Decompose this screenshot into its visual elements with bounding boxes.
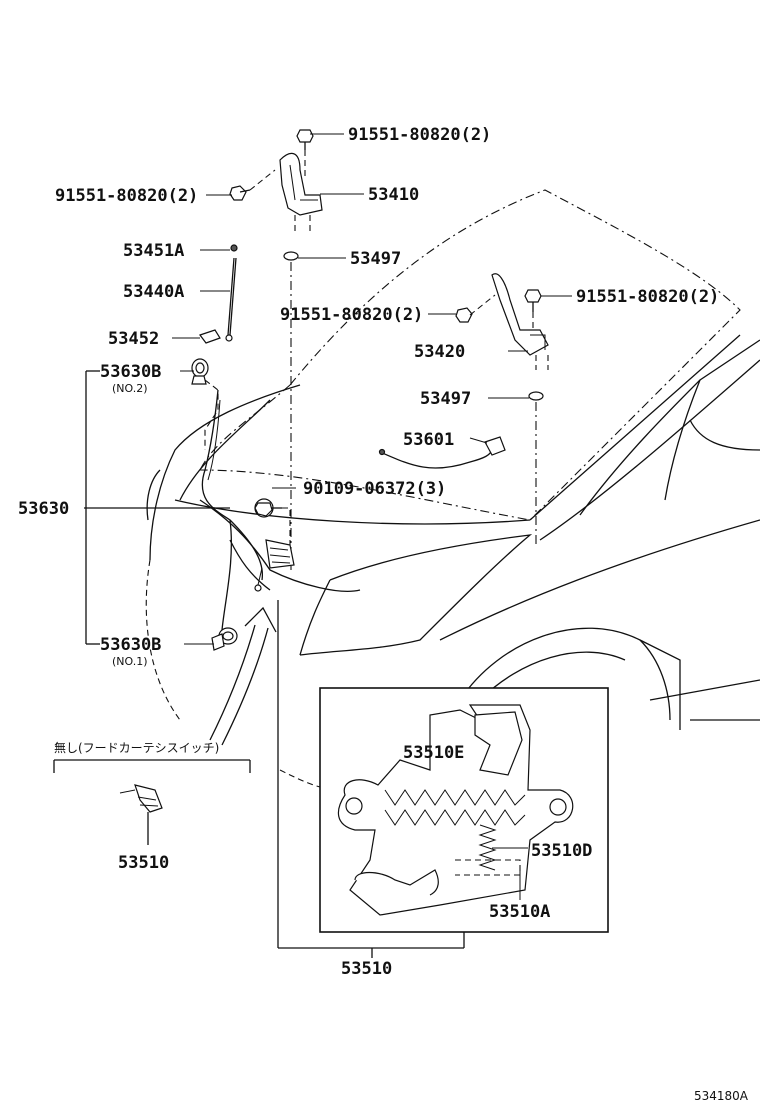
label-bolt-top: 91551-80820(2)	[348, 125, 491, 145]
hinge-53420	[455, 273, 549, 545]
bolt-icon	[524, 289, 542, 312]
label-53452: 53452	[108, 329, 159, 349]
label-53630: 53630	[18, 499, 69, 519]
53510-bracket	[277, 600, 465, 958]
label-53630b-no1: 53630B	[100, 635, 161, 655]
hood-support-rod	[199, 244, 238, 344]
label-no2: (NO.2)	[112, 382, 148, 395]
bolt-90109	[254, 498, 291, 545]
label-no1: (NO.1)	[112, 655, 148, 668]
hood-lock-no-switch	[53, 759, 251, 845]
clamp-53630b-no1	[211, 627, 238, 651]
label-bolt-mid-left: 91551-80820(2)	[280, 305, 423, 325]
label-53440a: 53440A	[123, 282, 184, 302]
hood-lock-on-vehicle	[254, 539, 295, 592]
label-53510a: 53510A	[489, 902, 550, 922]
bolt-icon	[455, 307, 473, 323]
washer-icon	[283, 251, 299, 261]
diagram-code: 534180A	[694, 1089, 749, 1103]
hinge-53410	[229, 129, 323, 570]
release-cable-53630	[201, 389, 264, 631]
label-53510d: 53510D	[531, 841, 592, 861]
hood-lock-detail-inset	[319, 687, 609, 933]
label-53510-bottom: 53510	[341, 959, 392, 979]
label-bolt-mid-right: 91551-80820(2)	[576, 287, 719, 307]
vehicle-outline	[145, 189, 760, 791]
label-53420: 53420	[414, 342, 465, 362]
label-53601: 53601	[403, 430, 454, 450]
label-53497-top: 53497	[350, 249, 401, 269]
label-53497-mid: 53497	[420, 389, 471, 409]
cable-53601	[378, 436, 506, 469]
bolt-icon	[229, 185, 251, 201]
label-53510-left: 53510	[118, 853, 169, 873]
label-53630b-no2: 53630B	[100, 362, 161, 382]
washer-icon	[528, 391, 544, 401]
label-90109: 90109-06372(3)	[303, 479, 446, 499]
bolt-icon	[296, 129, 314, 150]
label-53451a: 53451A	[123, 241, 184, 261]
53630-bracket	[84, 370, 230, 645]
clamp-53630b-no2	[191, 358, 219, 450]
label-53410: 53410	[368, 185, 419, 205]
leader-lines	[172, 133, 572, 645]
spring-icon	[384, 789, 526, 826]
arrow-up-icon	[209, 606, 277, 746]
label-bolt-left: 91551-80820(2)	[55, 186, 198, 206]
label-53510e: 53510E	[403, 743, 464, 763]
label-no-switch: 無し(フードカーテシスイッチ)	[54, 740, 219, 755]
spring-icon	[478, 824, 497, 871]
